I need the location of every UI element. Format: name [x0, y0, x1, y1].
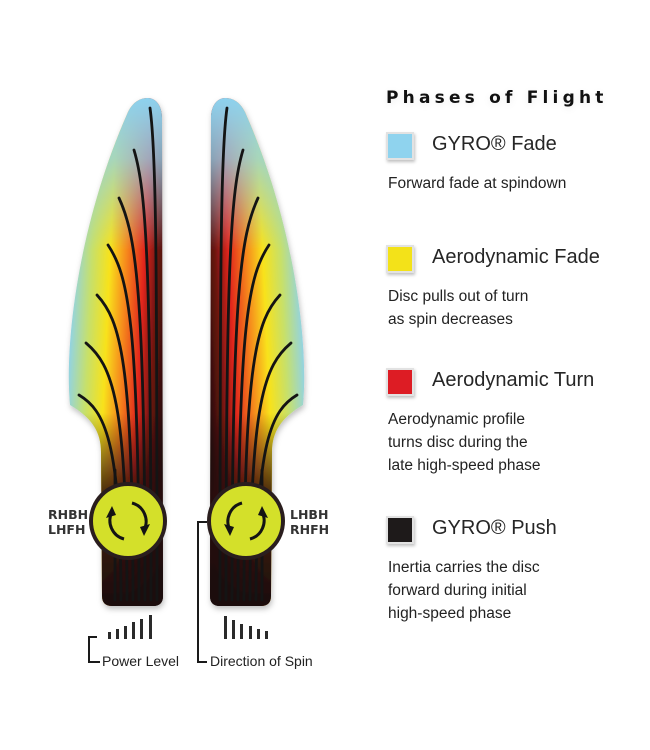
direction-of-spin-icon	[224, 616, 268, 639]
direction-of-spin-bracket	[197, 521, 207, 663]
swatch-gyro-fade	[386, 132, 414, 160]
legend-description: Inertia carries the disc forward during …	[388, 559, 540, 622]
throw-label-rhfh: RHFH	[290, 522, 330, 537]
direction-of-spin-label: Direction of Spin	[210, 653, 313, 669]
right-spin-indicator	[207, 482, 285, 560]
swatch-aerodynamic-turn	[386, 368, 414, 396]
left-flight-shape	[68, 98, 163, 606]
legend-description: Forward fade at spindown	[388, 175, 567, 192]
legend-description: Disc pulls out of turn as spin decreases	[388, 288, 529, 328]
throw-label-rhbh: RHBH	[48, 507, 89, 522]
legend-label: Aerodynamic Turn	[432, 369, 595, 391]
legend-label: Aerodynamic Fade	[432, 246, 600, 268]
power-level-icon	[108, 615, 152, 639]
swatch-gyro-push	[386, 516, 414, 544]
throw-label-lhbh: LHBH	[290, 507, 329, 522]
legend-title: Phases of Flight	[386, 88, 608, 108]
swatch-aerodynamic-fade	[386, 245, 414, 273]
flight-phase-diagram	[68, 98, 305, 663]
right-throw-labels: LHBH RHFH	[290, 507, 329, 537]
legend-label: GYRO® Push	[432, 517, 557, 539]
legend-description: Aerodynamic profile turns disc during th…	[388, 411, 541, 474]
legend-label: GYRO® Fade	[432, 133, 557, 155]
phases-legend: Phases of Flight GYRO® Fade Forward fade…	[386, 88, 646, 622]
power-level-bracket	[88, 636, 100, 663]
throw-label-lhfh: LHFH	[48, 522, 86, 537]
power-level-label: Power Level	[102, 653, 180, 669]
left-throw-labels: RHBH LHFH	[48, 507, 88, 537]
left-spin-indicator	[89, 482, 167, 560]
